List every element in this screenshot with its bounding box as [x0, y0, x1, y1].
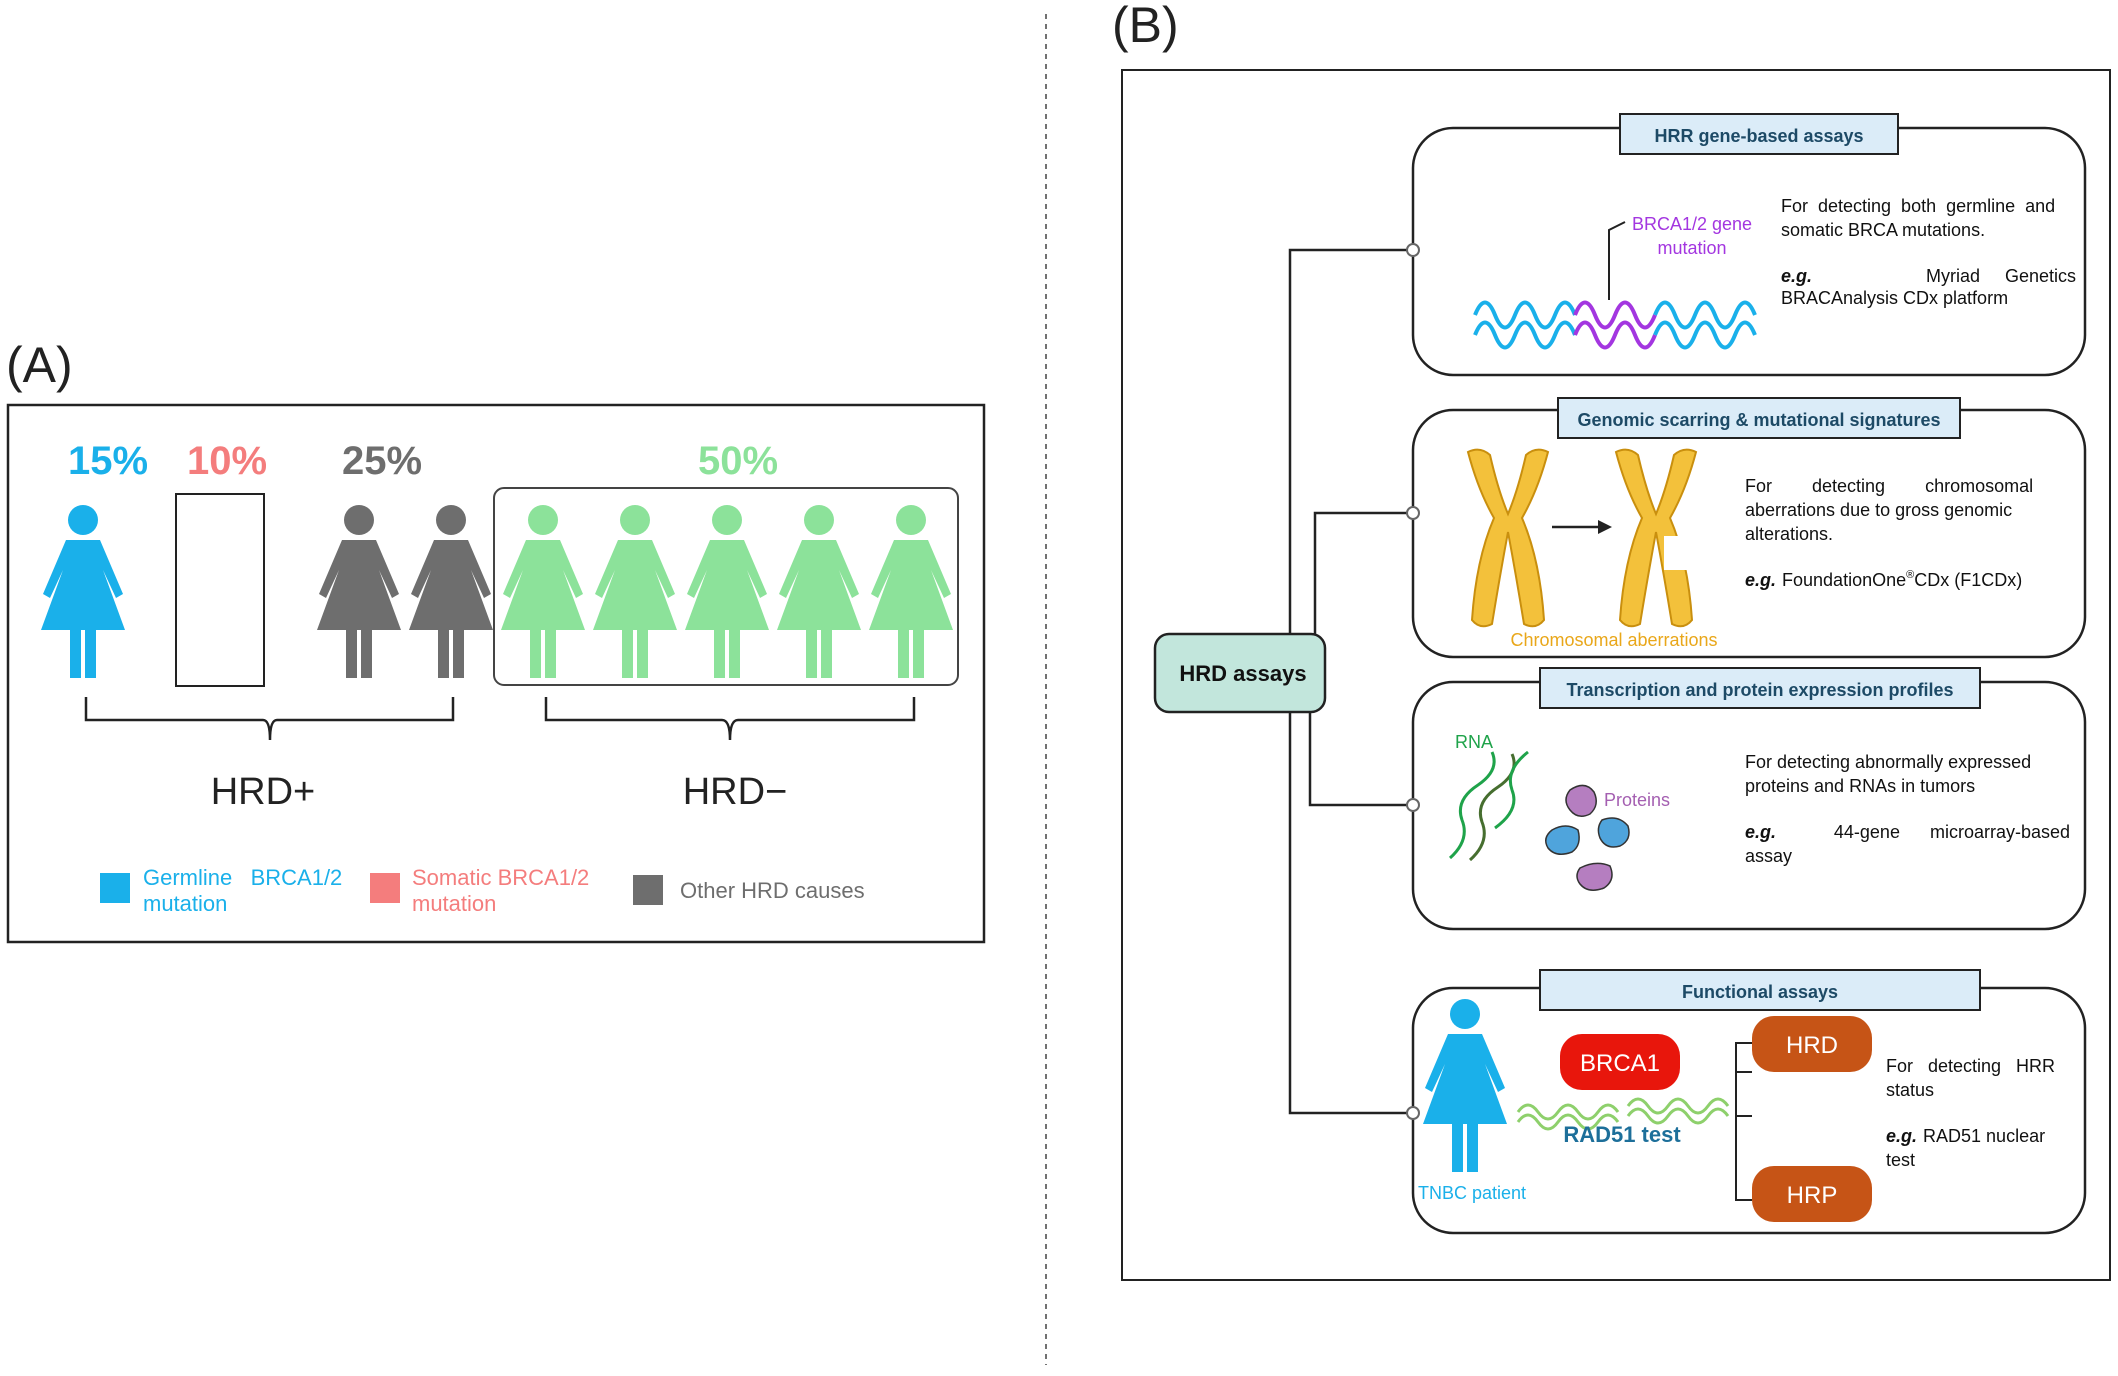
panel-a-frame [6, 403, 986, 944]
woman-figure-hrd-negative [685, 505, 769, 678]
rna-label: RNA [1455, 732, 1493, 752]
sec2-desc-2: aberrations due to gross genomic [1745, 500, 2012, 520]
percent-somatic: 10% [187, 439, 267, 483]
sec1-title: HRR gene-based assays [1654, 126, 1863, 146]
sec2-desc-3: alterations. [1745, 524, 1833, 544]
tnbc-patient-label: TNBC patient [1418, 1183, 1526, 1203]
sec1-eg: e.g. [1781, 266, 1812, 286]
sec4-desc-1: For detecting HRR [1886, 1056, 2055, 1076]
brca1-pill [1560, 1034, 1680, 1090]
hrd-positive-label: HRD+ [211, 771, 316, 813]
legend-swatch-somatic [370, 873, 400, 903]
dna-helix-icon [1473, 300, 1757, 350]
sec4-desc-2: status [1886, 1080, 1934, 1100]
legend-other: Other HRD causes [680, 878, 865, 903]
woman-figure-hrd-negative [501, 505, 585, 678]
woman-figure-somatic-other [225, 505, 309, 678]
percent-hrd-negative: 50% [698, 439, 778, 483]
woman-figure-other [409, 505, 493, 678]
sec3-desc-2: proteins and RNAs in tumors [1745, 776, 1975, 796]
hrp-result-label: HRP [1787, 1182, 1838, 1209]
sec2-eg-line: e.g. FoundationOne®CDx (F1CDx) [1745, 569, 2022, 590]
chromosome-normal-icon [1466, 448, 1550, 628]
sec1-desc-1: For detecting both germline and [1781, 196, 2055, 216]
chromosome-break [1664, 536, 1692, 570]
legend-swatch-germline [100, 873, 130, 903]
hub-connectors [1288, 248, 1413, 1115]
woman-figure-hrd-negative [869, 505, 953, 678]
sec4-eg-2: test [1886, 1150, 1915, 1170]
hrd-result-pill [1752, 1016, 1872, 1072]
legend-somatic-line1: Somatic BRCA1/2 [412, 865, 589, 890]
sec2-eg-1: FoundationOne [1782, 570, 1906, 590]
chromosome-arrow-head [1598, 520, 1612, 534]
legend-somatic-line2: mutation [412, 891, 496, 916]
connector-dot [1406, 243, 1420, 257]
hrd-result-label: HRD [1786, 1032, 1838, 1059]
sec2-title: Genomic scarring & mutational signatures [1577, 410, 1940, 430]
rad51-bracket [1735, 1042, 1752, 1201]
legend-swatch-other [633, 875, 663, 905]
connector-dot [1406, 506, 1420, 520]
sec2-title-box [1557, 397, 1961, 439]
gene-mutation-label-2: mutation [1657, 238, 1726, 258]
percent-germline: 15% [68, 439, 148, 483]
woman-figure-hrd-negative [777, 505, 861, 678]
woman-figure-germline [41, 505, 125, 678]
chromosome-aberrant-icon [1614, 448, 1698, 628]
gene-mutation-label-1: BRCA1/2 gene [1632, 214, 1752, 234]
protein-icons [1545, 784, 1630, 891]
proteins-label: Proteins [1604, 790, 1670, 810]
sec1-desc-2: somatic BRCA mutations. [1781, 220, 1985, 240]
legend-germline-line2: mutation [143, 891, 227, 916]
hrd-negative-brace [544, 697, 916, 741]
woman-figure-hrd-negative [593, 505, 677, 678]
sec2-eg: e.g. [1745, 570, 1776, 590]
sec3-title-box [1539, 667, 1981, 709]
hrd-negative-box [493, 487, 959, 686]
woman-figures [41, 505, 953, 678]
sec2-eg-2: CDx (F1CDx) [1914, 570, 2022, 590]
sec4-eg-1: RAD51 nuclear [1923, 1126, 2045, 1146]
sec2-desc-1: For detecting chromosomal [1745, 476, 2033, 496]
hrd-assays-hub [1153, 632, 1327, 714]
sec3-eg-2: assay [1745, 846, 1792, 866]
sec3-desc-1: For detecting abnormally expressed [1745, 752, 2031, 772]
sec4-title: Functional assays [1682, 982, 1838, 1002]
panel-b-label: (B) [1112, 0, 1179, 53]
rad51-test-label: RAD51 test [1563, 1122, 1681, 1147]
sec2-eg-sup: ® [1906, 569, 1914, 581]
somatic-highlight-box [175, 493, 265, 687]
brca1-label: BRCA1 [1580, 1050, 1660, 1077]
hrp-result-pill [1752, 1166, 1872, 1222]
hrd-positive-brace [84, 697, 455, 741]
sec1-title-box [1619, 113, 1899, 155]
sec3-title: Transcription and protein expression pro… [1566, 680, 1953, 700]
gene-mutation-pointer [1608, 221, 1626, 300]
panel-b-frame [1121, 69, 2111, 1281]
woman-figure-other [317, 505, 401, 678]
connector-dot [1406, 798, 1420, 812]
sec4-title-box [1539, 969, 1981, 1011]
sec4-eg: e.g. [1886, 1126, 1917, 1146]
percent-other: 25% [342, 439, 422, 483]
chromosomal-aberrations-label: Chromosomal aberrations [1510, 630, 1717, 650]
rna-strand-icon [1448, 750, 1529, 862]
connector-dot [1406, 1106, 1420, 1120]
legend-germline-line1: Germline BRCA1/2 [143, 865, 342, 890]
sec3-eg: e.g. [1745, 822, 1776, 842]
panel-a-label: (A) [6, 337, 73, 393]
rad51-dna-icon [1516, 1097, 1730, 1131]
sec1-eg-1: Myriad Genetics [1926, 266, 2076, 286]
sec1-eg-2: BRACAnalysis CDx platform [1781, 288, 2008, 308]
hrd-negative-label: HRD− [683, 771, 788, 813]
sec4-eg-line: e.g. RAD51 nuclear [1886, 1126, 2045, 1146]
hrd-assays-hub-label: HRD assays [1179, 661, 1306, 686]
sec3-eg-1: 44-gene microarray-based [1834, 822, 2070, 842]
